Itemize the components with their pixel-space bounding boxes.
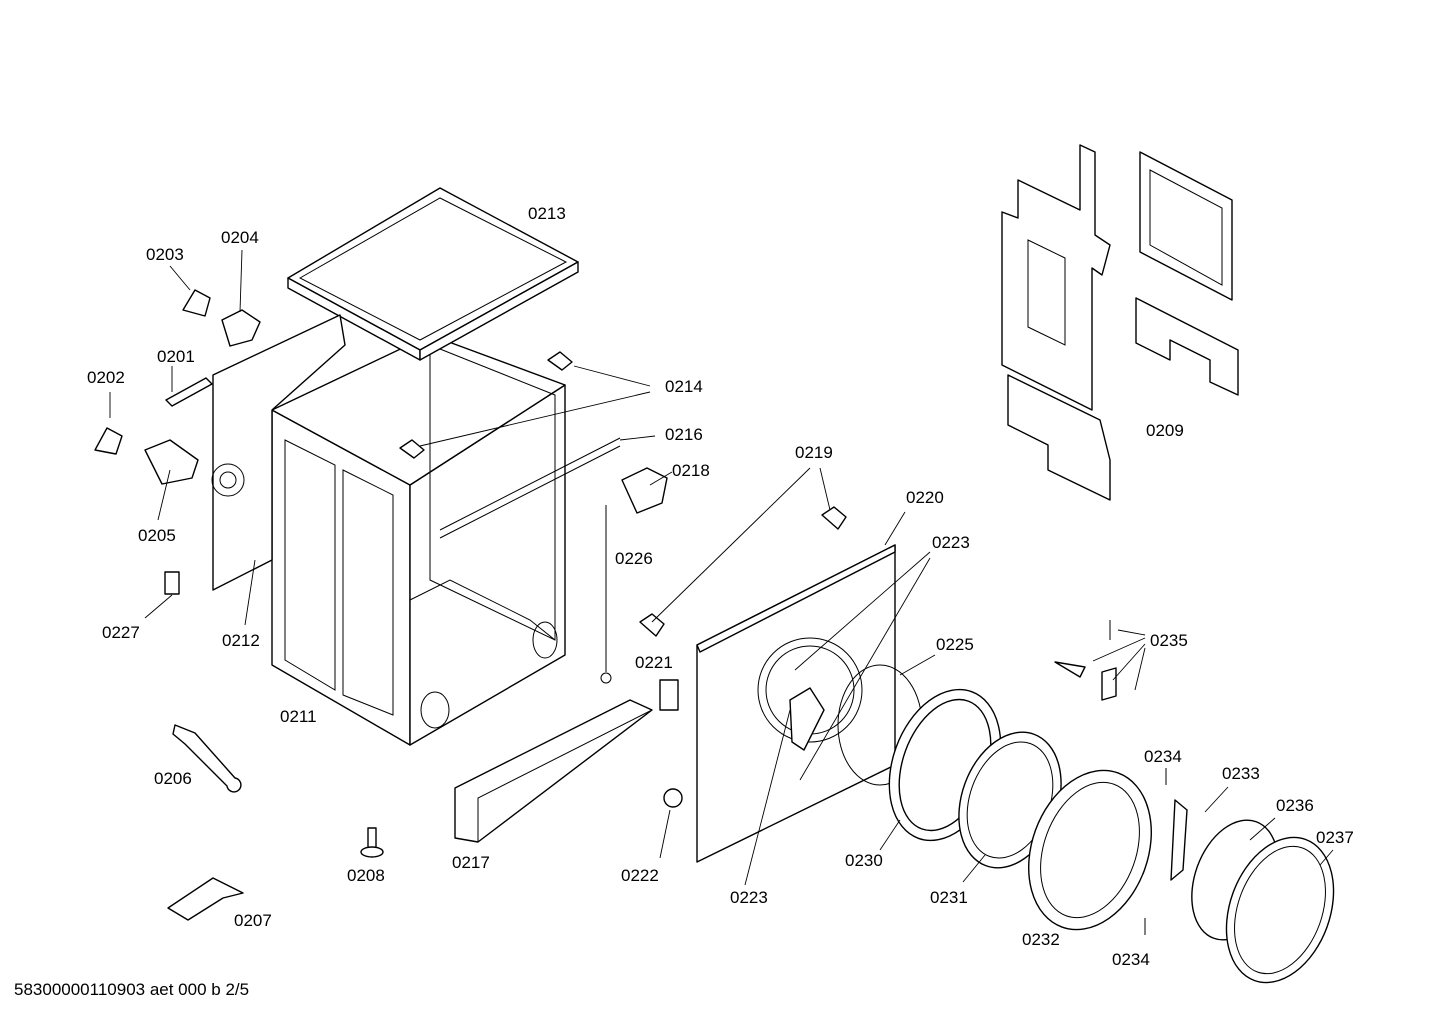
callout-0223-bottom: 0223 [730, 888, 768, 907]
callout-0236: 0236 [1276, 796, 1314, 815]
callout-0204: 0204 [221, 228, 259, 247]
callout-0214: 0214 [665, 377, 703, 396]
callout-0209: 0209 [1146, 421, 1184, 440]
cabinet-body [271, 334, 621, 746]
callout-0220: 0220 [906, 488, 944, 507]
small-parts-left [94, 289, 384, 921]
document-code: 58300000110903 aet 000 b 2/5 [14, 980, 250, 999]
callout-0206: 0206 [154, 769, 192, 788]
callout-0231: 0231 [930, 888, 968, 907]
callout-0237: 0237 [1316, 828, 1354, 847]
callout-0234-lower: 0234 [1112, 950, 1150, 969]
callout-0219: 0219 [795, 443, 833, 462]
front-panel [696, 544, 896, 863]
callout-0232: 0232 [1022, 930, 1060, 949]
door-parts [837, 620, 1335, 984]
callout-0207: 0207 [234, 911, 272, 930]
insulation-panels [1001, 144, 1239, 501]
callout-0225: 0225 [936, 635, 974, 654]
callout-0223-top: 0223 [932, 533, 970, 552]
callout-0201: 0201 [157, 347, 195, 366]
callout-0222: 0222 [621, 866, 659, 885]
callout-0208: 0208 [347, 866, 385, 885]
callout-0233: 0233 [1222, 764, 1260, 783]
callout-0203: 0203 [146, 245, 184, 264]
callout-0213: 0213 [528, 204, 566, 223]
callout-labels: 0203 0204 0213 0201 0202 0214 0216 0219 … [87, 204, 1354, 969]
callout-0212: 0212 [222, 631, 260, 650]
callout-0211: 0211 [280, 707, 317, 726]
callout-0221: 0221 [635, 653, 673, 672]
callout-0235: 0235 [1150, 631, 1188, 650]
callout-0226: 0226 [615, 549, 653, 568]
callout-0205: 0205 [138, 526, 176, 545]
top-cover [287, 187, 579, 361]
callout-0218: 0218 [672, 461, 710, 480]
callout-0234-upper: 0234 [1144, 747, 1182, 766]
callout-0230: 0230 [845, 851, 883, 870]
callout-0216: 0216 [665, 425, 703, 444]
rear-panel [211, 314, 346, 591]
callout-0202: 0202 [87, 368, 125, 387]
callout-0217: 0217 [452, 853, 490, 872]
leader-lines [109, 249, 1334, 886]
callout-0227: 0227 [102, 623, 140, 642]
mid-parts [399, 351, 847, 843]
